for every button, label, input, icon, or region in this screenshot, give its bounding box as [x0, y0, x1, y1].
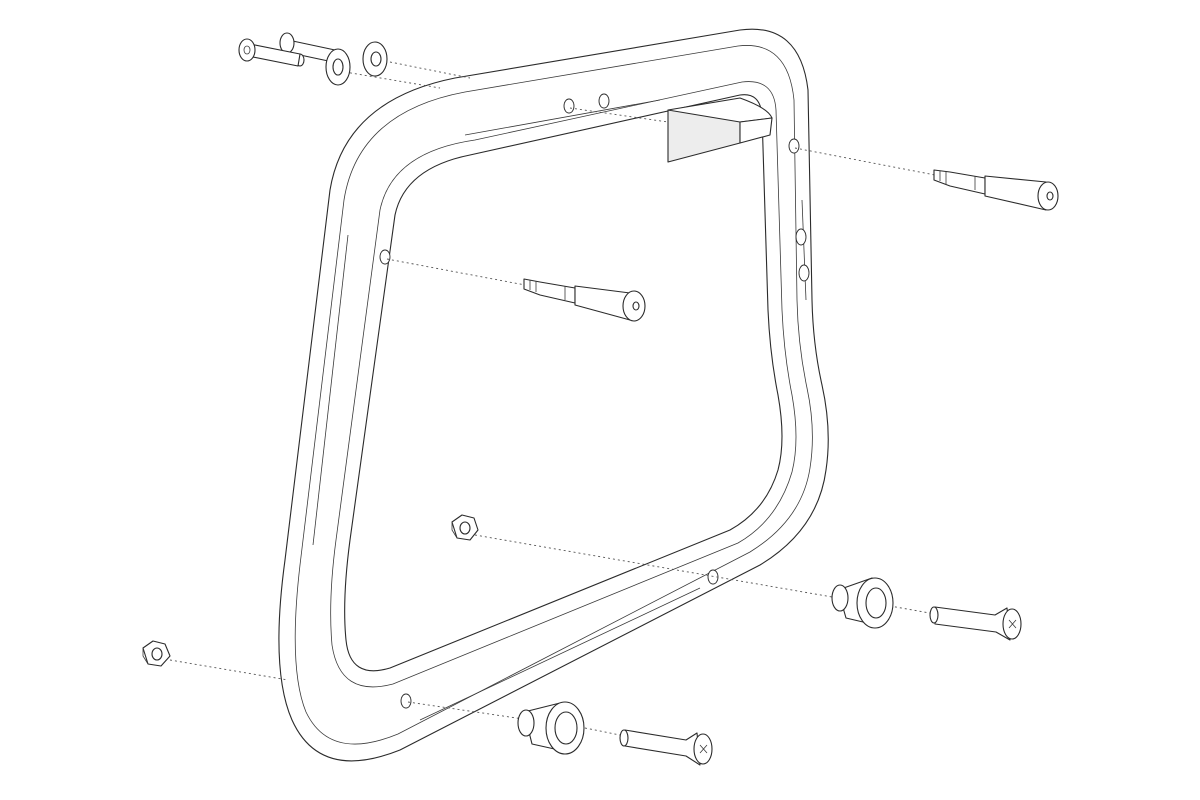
hole-top-1: [563, 98, 575, 114]
countersunk-screw-bottom: [619, 729, 713, 766]
frame-inner-edge-2: [330, 81, 797, 688]
align-center-pin: [386, 258, 526, 286]
frame-highlight-right: [801, 199, 807, 301]
hole-right-2: [795, 228, 807, 246]
align-right-bushing: [889, 605, 936, 615]
hole-right-3: [798, 264, 810, 282]
side-frame-rail: [278, 28, 829, 762]
frame-inner-edge: [344, 94, 783, 672]
frame-highlight-top: [464, 99, 661, 136]
locating-pin-top-right: [933, 169, 1059, 211]
frame-holes: [379, 93, 810, 709]
align-lower-left-nut: [169, 659, 289, 681]
hole-top-2: [598, 93, 610, 109]
align-bottom-bushing: [407, 701, 531, 721]
locating-pin-center: [523, 278, 646, 322]
align-top-right-pin: [794, 147, 936, 176]
alignment-lines: [169, 61, 936, 737]
washer-top-left-outer: [362, 41, 388, 77]
frame-highlight-left: [312, 234, 349, 546]
hex-nut-lower-left: [142, 640, 171, 667]
align-top-holes: [569, 107, 669, 123]
frame-highlight-bottom: [419, 587, 701, 721]
socket-cap-bolt-top-left: [238, 38, 301, 67]
bracket-end-face: [739, 117, 773, 144]
frame-outer-edge-2: [294, 45, 813, 745]
top-bracket-block: [667, 97, 773, 163]
countersunk-screw-right: [929, 606, 1022, 641]
spacer-bushing-right: [831, 577, 894, 629]
hex-nut-middle: [451, 514, 479, 541]
washer-top-left: [325, 48, 351, 86]
hole-bottom-left: [400, 693, 412, 709]
align-bottom-screw: [584, 727, 626, 737]
spacer-bushing-bottom: [517, 701, 585, 755]
frame-outer-edge: [278, 28, 829, 762]
align-middle-nut: [474, 534, 839, 599]
align-top-left-bolts: [389, 61, 471, 79]
align-top-left-washer: [344, 71, 441, 89]
hole-left: [379, 249, 391, 265]
hole-right-1: [788, 138, 800, 154]
